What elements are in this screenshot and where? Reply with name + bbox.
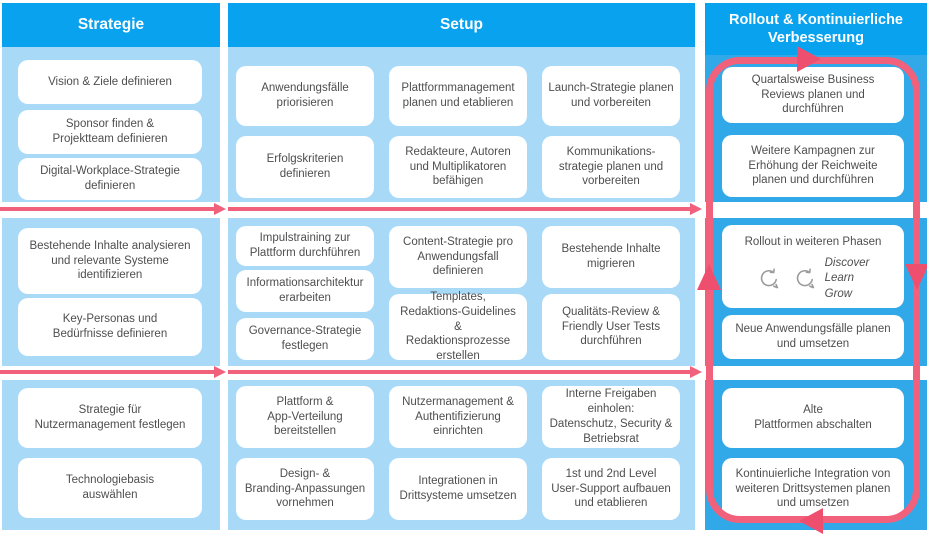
task-card: Technologiebasis auswählen — [18, 458, 202, 518]
task-card: Templates, Redaktions-Guidelines & Redak… — [389, 291, 527, 362]
rollout-phases-title: Rollout in weiteren Phasen — [744, 236, 882, 248]
task-card: Bestehende Inhalte migrieren — [542, 226, 680, 288]
column-header-setup: Setup — [228, 3, 695, 47]
task-card: Plattform & App-Verteilung bereitstellen — [236, 386, 374, 448]
flow-arrow-line — [228, 370, 692, 374]
task-card: Informationsarchitektur erarbeiten — [236, 270, 374, 312]
task-card: Plattformmanagement planen und etabliere… — [389, 66, 527, 126]
task-card: Erfolgskriterien definieren — [236, 136, 374, 198]
task-card: Alte Plattformen abschalten — [722, 388, 904, 448]
task-card: Design- & Branding-Anpassungen vornehmen — [236, 458, 374, 520]
loop-arrow-left-up-icon — [697, 264, 721, 290]
rollout-phase-tags: Discover Learn Grow — [824, 256, 870, 300]
task-card: Launch-Strategie planen und vorbereiten — [542, 66, 680, 126]
task-card: Governance-Strategie festlegen — [236, 318, 374, 360]
task-card: Kommunikations- strategie planen und vor… — [542, 136, 680, 198]
iteration-loop-icon — [796, 268, 814, 289]
flow-arrow-line — [0, 207, 216, 211]
iteration-icons — [757, 267, 817, 291]
rollout-phases-card: Rollout in weiteren Phasen Discover Lear… — [722, 225, 904, 308]
task-card: 1st und 2nd Level User-Support aufbauen … — [542, 458, 680, 520]
loop-arrow-bottom-left-icon — [799, 508, 823, 534]
task-card: Anwendungsfälle priorisieren — [236, 66, 374, 126]
iteration-loop-icon — [760, 268, 778, 289]
flow-arrow-line — [0, 370, 216, 374]
continuous-improvement-loop — [706, 57, 920, 523]
task-card: Quartalsweise Business Reviews planen un… — [722, 67, 904, 123]
task-card: Bestehende Inhalte analysieren und relev… — [18, 228, 202, 294]
task-card: Weitere Kampagnen zur Erhöhung der Reich… — [722, 135, 904, 197]
task-card: Vision & Ziele definieren — [18, 60, 202, 104]
task-card: Strategie für Nutzermanagement festlegen — [18, 388, 202, 448]
loop-arrow-right-down-icon — [905, 264, 927, 290]
task-card: Content-Strategie pro Anwendungsfall def… — [389, 226, 527, 288]
flow-arrow-head-icon — [214, 203, 226, 215]
flow-arrow-head-icon — [214, 366, 226, 378]
task-card: Key-Personas und Bedürfnisse definieren — [18, 298, 202, 356]
flow-arrow-head-icon — [690, 366, 702, 378]
task-card: Redakteure, Autoren und Multiplikatoren … — [389, 136, 527, 198]
task-card: Digital-Workplace-Strategie definieren — [18, 158, 202, 200]
loop-arrow-top-right-icon — [797, 46, 821, 72]
column-header-strategie: Strategie — [2, 3, 220, 47]
task-card: Interne Freigaben einholen: Datenschutz,… — [542, 386, 680, 448]
rollout-phases-row: Discover Learn Grow — [757, 256, 870, 303]
task-card: Qualitäts-Review & Friendly User Tests d… — [542, 294, 680, 360]
task-card: Integrationen in Drittsysteme umsetzen — [389, 458, 527, 520]
task-card: Sponsor finden & Projektteam definieren — [18, 110, 202, 154]
flow-arrow-head-icon — [690, 203, 702, 215]
task-card: Nutzermanagement & Authentifizierung ein… — [389, 386, 527, 448]
task-card: Neue Anwendungsfälle planen und umsetzen — [722, 315, 904, 359]
task-card: Impulstraining zur Plattform durchführen — [236, 226, 374, 266]
flow-arrow-line — [228, 207, 692, 211]
